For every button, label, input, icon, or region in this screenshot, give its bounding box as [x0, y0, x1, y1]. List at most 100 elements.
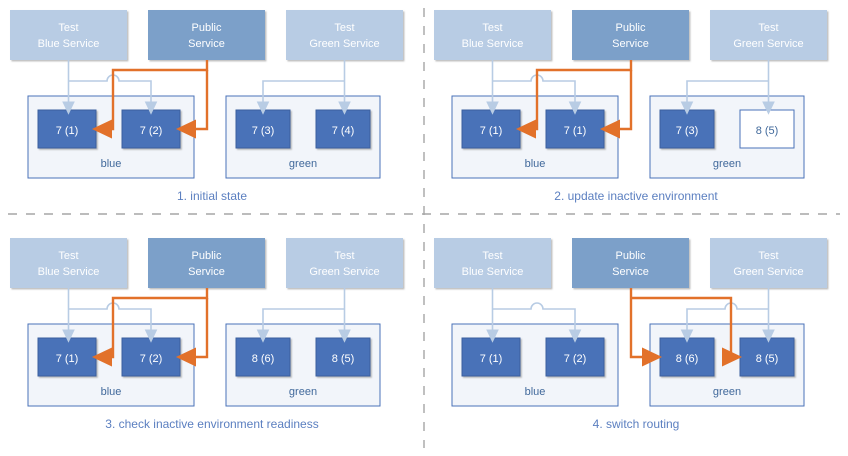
panel-caption: 1. initial state	[177, 189, 247, 203]
service-label-line1: Public	[192, 22, 222, 34]
orange-public-to-blue-node2	[599, 70, 633, 139]
node-box[interactable]	[739, 337, 795, 377]
service-box[interactable]	[286, 238, 403, 288]
node-blue-2[interactable]: 7 (2)	[121, 337, 181, 377]
environment-green: 8 (6)8 (5)green	[225, 323, 381, 407]
service-label-line2: Green Service	[733, 38, 803, 50]
node-green-1[interactable]: 7 (3)	[659, 109, 715, 149]
environment-green: 8 (6)8 (5)green	[649, 323, 805, 407]
orange-arrows	[629, 288, 743, 367]
orange-public-to-green-node2	[631, 296, 743, 367]
node-label: 7 (1)	[56, 125, 79, 137]
node-green-2[interactable]: 8 (5)	[315, 337, 371, 377]
service-label-line1: Test	[758, 250, 778, 262]
node-label: 7 (1)	[564, 125, 587, 137]
node-box[interactable]	[461, 337, 521, 377]
node-green-2[interactable]: 7 (4)	[315, 109, 371, 149]
node-blue-2[interactable]: 7 (2)	[545, 337, 605, 377]
panel-caption: 2. update inactive environment	[554, 189, 718, 203]
orange-public-to-green-node1	[629, 288, 663, 367]
service-label-line2: Service	[188, 266, 225, 278]
service-box[interactable]	[572, 10, 689, 60]
service-label-line1: Test	[334, 22, 354, 34]
orange-arrows	[91, 60, 209, 139]
node-box[interactable]	[545, 337, 605, 377]
service-label-line2: Green Service	[733, 266, 803, 278]
node-box[interactable]	[37, 337, 97, 377]
orange-public-to-blue-node2	[175, 70, 209, 139]
node-box[interactable]	[659, 109, 715, 149]
orange-arrows	[91, 288, 209, 367]
service-box[interactable]	[148, 10, 265, 60]
node-blue-2[interactable]: 7 (1)	[545, 109, 605, 149]
service-box[interactable]	[148, 238, 265, 288]
panel-caption: 4. switch routing	[593, 417, 680, 431]
service-label-line2: Green Service	[309, 38, 379, 50]
environment-blue: 7 (1) 7 (2) blue	[27, 323, 195, 407]
node-box[interactable]	[37, 109, 97, 149]
service-box[interactable]	[10, 238, 127, 288]
service-label-line1: Test	[58, 250, 78, 262]
environment-label: blue	[101, 386, 122, 398]
service-label-line1: Public	[616, 250, 646, 262]
service-box[interactable]	[434, 238, 551, 288]
node-blue-1[interactable]: 7 (1)	[37, 109, 97, 149]
node-blue-2[interactable]: 7 (2)	[121, 109, 181, 149]
node-box[interactable]	[235, 109, 291, 149]
node-green-2[interactable]: 8 (5)	[739, 337, 795, 377]
node-blue-1[interactable]: 7 (1)	[37, 337, 97, 377]
node-label: 7 (3)	[676, 125, 699, 137]
node-box[interactable]	[315, 337, 371, 377]
environment-blue: 7 (1)7 (2)blue	[451, 323, 619, 407]
node-box[interactable]	[461, 109, 521, 149]
node-label: 8 (5)	[332, 353, 355, 365]
node-green-1[interactable]: 7 (3)	[235, 109, 291, 149]
node-green-2[interactable]: 8 (5)	[739, 109, 795, 149]
panel-caption: 3. check inactive environment readiness	[105, 417, 318, 431]
node-box[interactable]	[235, 337, 291, 377]
node-box[interactable]	[659, 337, 715, 377]
orange-public-to-blue-node1	[515, 60, 633, 139]
node-box[interactable]	[315, 109, 371, 149]
node-green-1[interactable]: 8 (6)	[235, 337, 291, 377]
service-label-line1: Test	[482, 22, 502, 34]
node-label: 7 (1)	[480, 125, 503, 137]
node-label: 7 (2)	[140, 353, 163, 365]
node-label: 7 (3)	[252, 125, 275, 137]
node-label: 7 (2)	[140, 125, 163, 137]
service-label-line1: Public	[616, 22, 646, 34]
node-blue-1[interactable]: 7 (1)	[461, 337, 521, 377]
environment-label: green	[289, 158, 317, 170]
service-box[interactable]	[10, 10, 127, 60]
node-box[interactable]	[121, 337, 181, 377]
node-blue-1[interactable]: 7 (1)	[461, 109, 521, 149]
node-green-1[interactable]: 8 (6)	[659, 337, 715, 377]
node-label: 7 (1)	[56, 353, 79, 365]
service-box[interactable]	[434, 10, 551, 60]
node-label: 8 (6)	[676, 353, 699, 365]
service-label-line1: Test	[334, 250, 354, 262]
orange-public-to-blue-node2	[175, 298, 209, 367]
service-label-line2: Green Service	[309, 266, 379, 278]
node-label: 8 (5)	[756, 125, 779, 137]
service-box[interactable]	[286, 10, 403, 60]
service-box[interactable]	[710, 10, 827, 60]
service-box[interactable]	[710, 238, 827, 288]
service-box[interactable]	[572, 238, 689, 288]
